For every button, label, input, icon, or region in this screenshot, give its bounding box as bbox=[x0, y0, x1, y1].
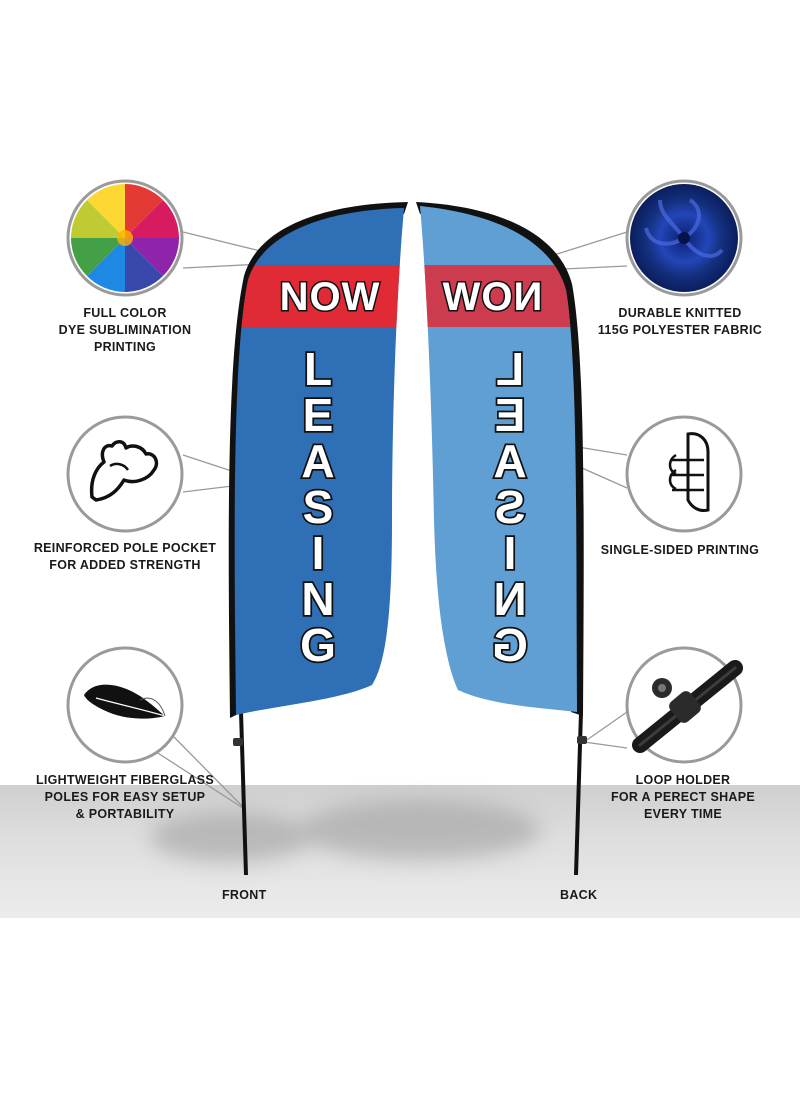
fabric-swirl-icon bbox=[625, 179, 743, 297]
front-letter: S bbox=[303, 481, 334, 533]
back-letter: A bbox=[493, 435, 526, 487]
back-letter: L bbox=[496, 343, 524, 395]
color-printing-caption: FULL COLOR DYE SUBLIMINATION PRINTING bbox=[58, 306, 192, 354]
back-letter: I bbox=[504, 527, 517, 579]
front-letter: G bbox=[300, 619, 336, 671]
fabric-caption: DURABLE KNITTED 115G POLYESTER FABRIC bbox=[597, 306, 763, 337]
front-letter: E bbox=[303, 389, 334, 441]
front-flag-band bbox=[234, 265, 404, 327]
single-sided-icon bbox=[625, 415, 743, 533]
back-letter: G bbox=[492, 619, 528, 671]
back-loop-clip bbox=[577, 736, 587, 744]
single-sided-caption: SINGLE-SIDED PRINTING bbox=[600, 543, 760, 557]
front-loop-clip bbox=[233, 738, 243, 746]
back-flag: NOW L E A S I N G bbox=[416, 202, 584, 716]
front-letter: N bbox=[301, 573, 334, 625]
color-wheel-icon bbox=[66, 179, 184, 297]
back-flag-shadow bbox=[300, 800, 540, 860]
loop-holder-icon bbox=[625, 646, 743, 764]
front-flag: NOW L E A S I N G bbox=[228, 202, 408, 718]
front-now-text: NOW bbox=[280, 275, 381, 319]
back-letter: E bbox=[495, 389, 526, 441]
back-letter: S bbox=[495, 481, 526, 533]
front-flag-shadow bbox=[150, 812, 310, 862]
front-letter: L bbox=[304, 343, 332, 395]
feather-icon bbox=[66, 646, 184, 764]
loop-holder-caption: LOOP HOLDER FOR A PERECT SHAPE EVERY TIM… bbox=[610, 773, 756, 821]
pole-pocket-caption: REINFORCED POLE POCKET FOR ADDED STRENGT… bbox=[33, 541, 217, 572]
connector-poles bbox=[149, 734, 247, 811]
muscle-arm-icon bbox=[66, 415, 184, 533]
connector-loop-holder bbox=[583, 711, 628, 749]
back-now-text: NOW bbox=[442, 275, 543, 319]
back-leasing-text: L E A S I N G bbox=[490, 341, 529, 673]
back-letter: N bbox=[493, 573, 526, 625]
back-label: BACK bbox=[560, 888, 598, 902]
front-leasing-text: L E A S I N G bbox=[298, 341, 337, 673]
back-flag-band bbox=[420, 265, 577, 327]
poles-caption: LIGHTWEIGHT FIBERGLASS POLES FOR EASY SE… bbox=[35, 773, 215, 821]
front-letter: A bbox=[301, 435, 334, 487]
front-label: FRONT bbox=[222, 888, 267, 902]
floor-backdrop bbox=[0, 785, 800, 918]
front-letter: I bbox=[312, 527, 325, 579]
